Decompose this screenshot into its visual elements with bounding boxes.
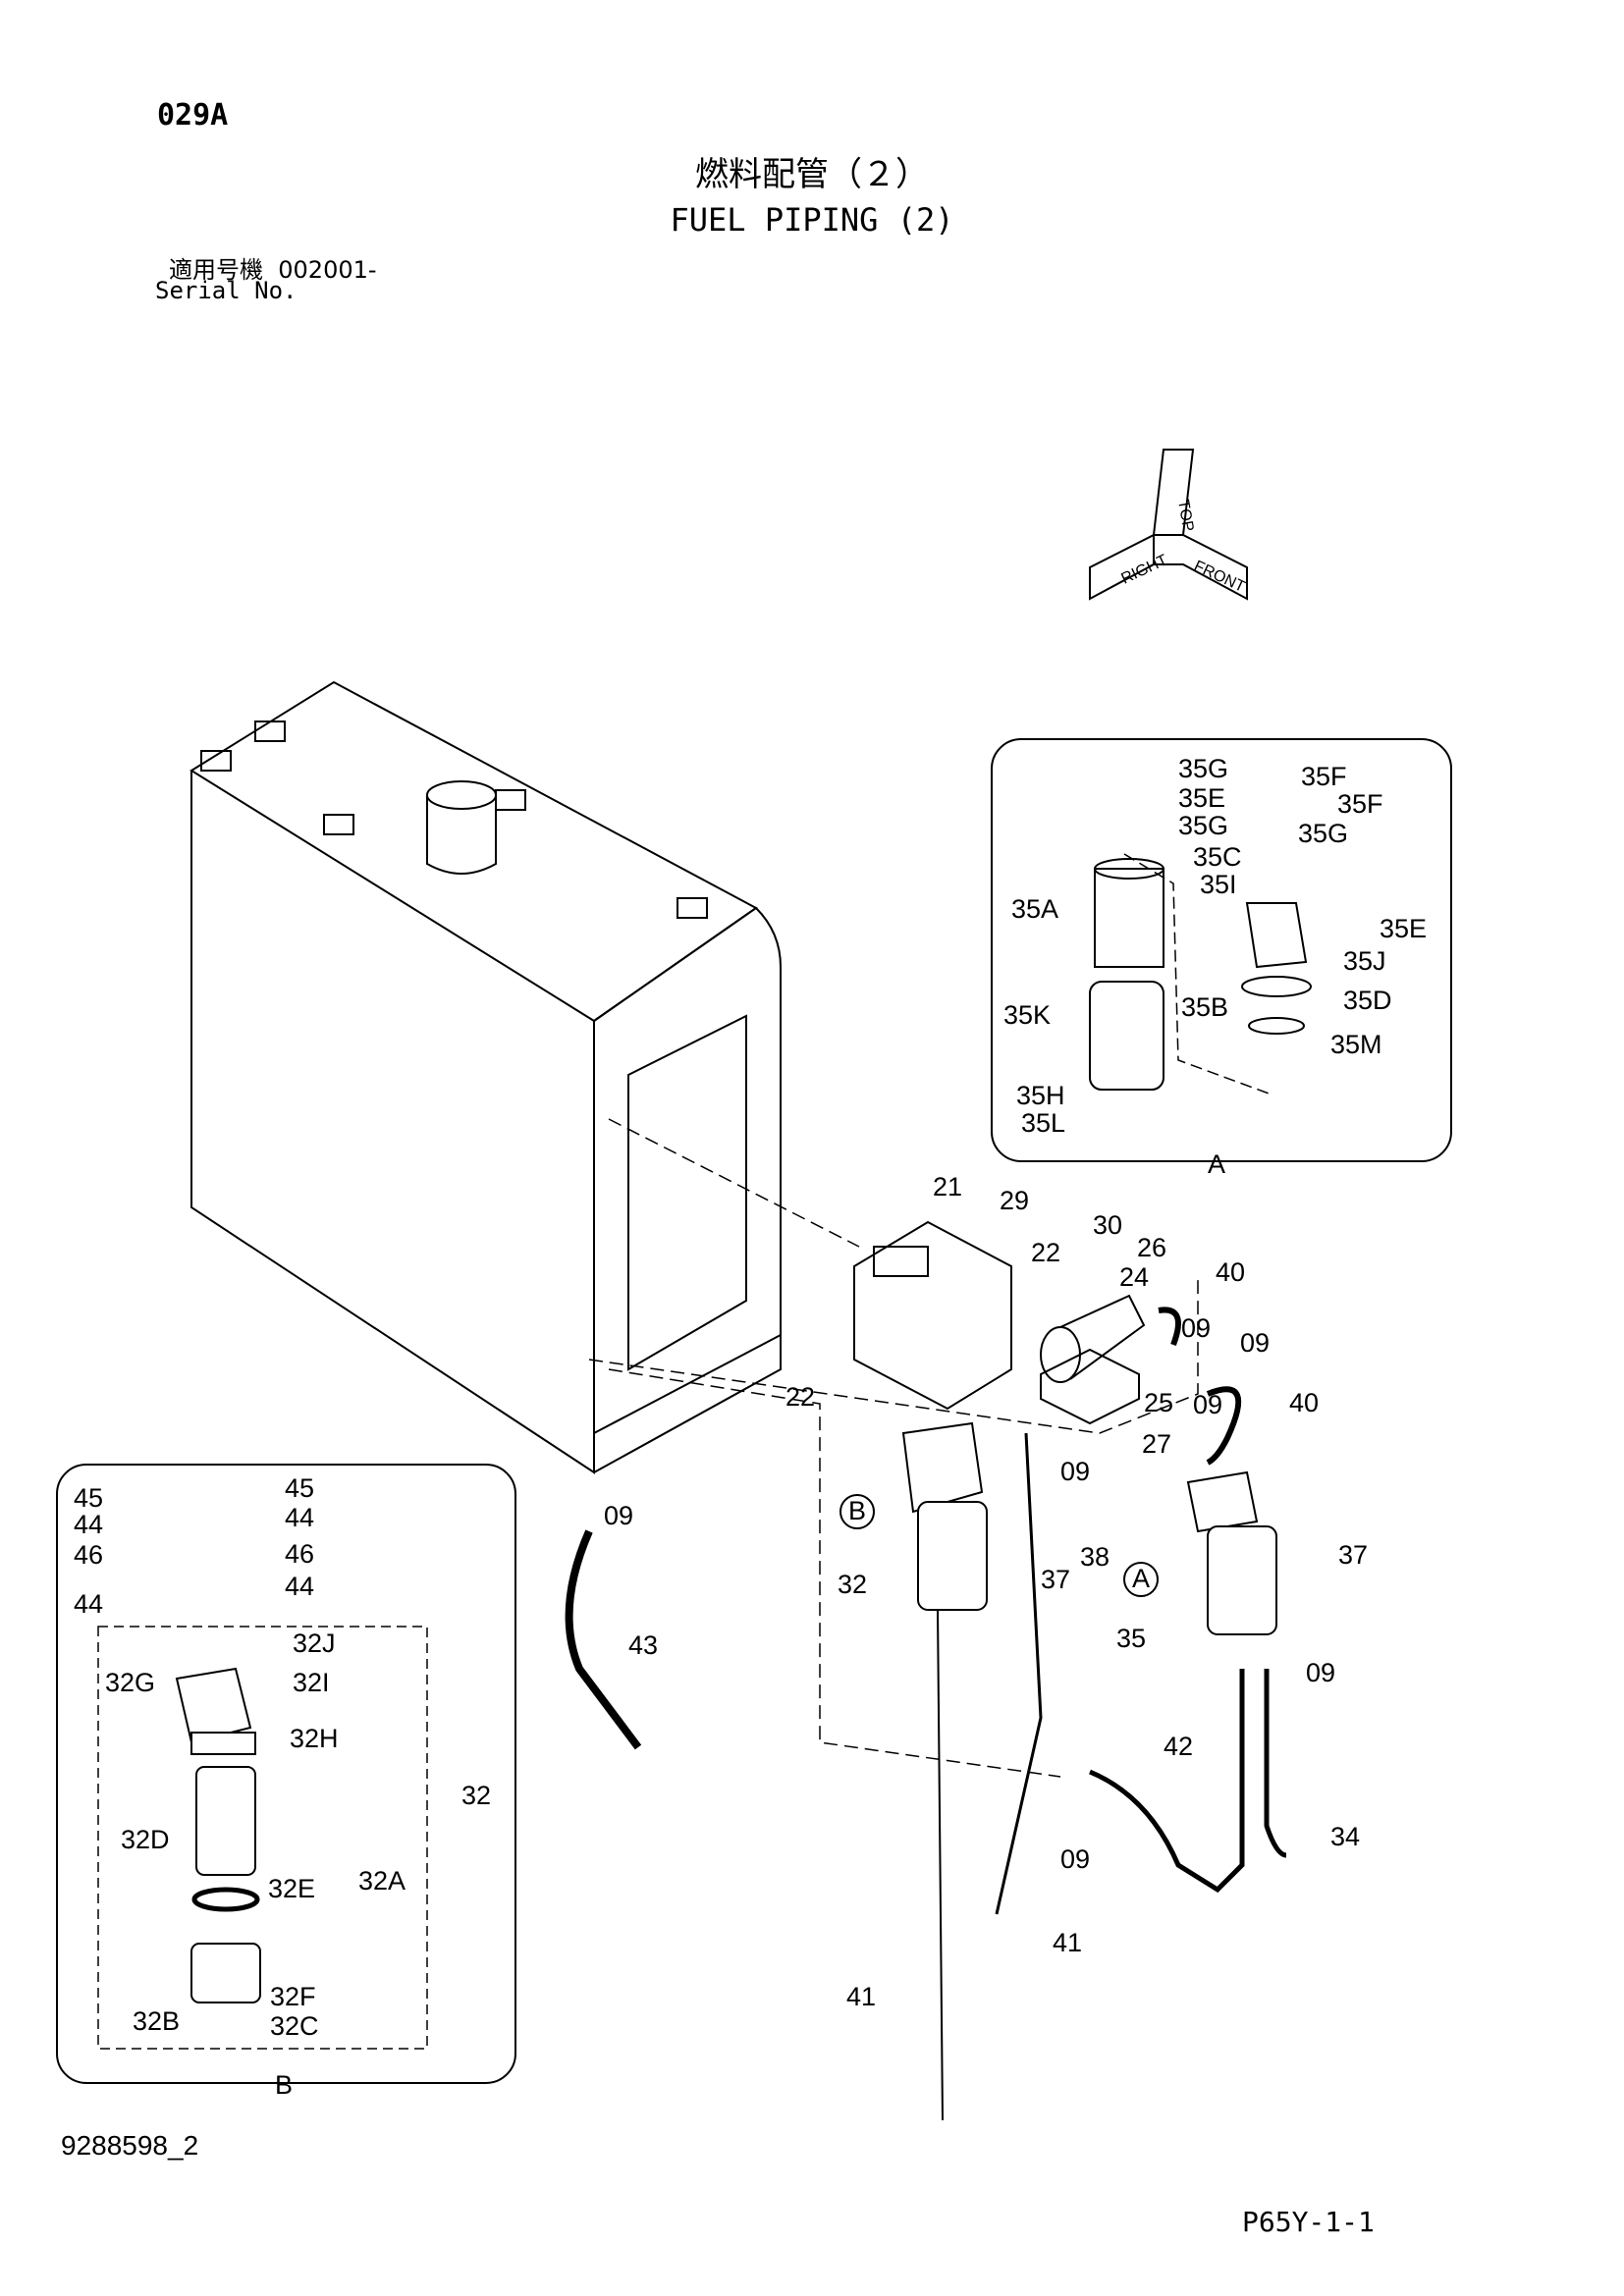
callout: 32I [293,1668,330,1697]
fuel-tank [189,680,782,1474]
callout: 46 [74,1540,103,1570]
serial-label-jp: 適用号機 [169,256,263,284]
callout: 35L [1021,1108,1065,1138]
callout: 35D [1343,986,1392,1015]
callout: 32E [268,1874,315,1903]
diagram-code: 029A [157,98,229,133]
callout: 09 [1060,1844,1090,1874]
callout: 35A [1011,894,1058,924]
callout: 35J [1343,946,1386,976]
callout: 37 [1041,1565,1070,1594]
callout: 46 [285,1539,314,1569]
callout: 21 [933,1172,962,1201]
callout: 09 [604,1501,633,1530]
callout: 42 [1164,1732,1193,1761]
callout: 44 [74,1510,103,1539]
callout: 35G [1178,811,1228,840]
fuel-filter-35 [1186,1470,1277,1635]
document-number: 9288598_2 [61,2130,199,2161]
callout: 44 [285,1572,314,1601]
orientation-top-label: TOP [1174,499,1196,533]
callout: 32C [270,2011,319,2041]
callout: 41 [1053,1928,1082,1957]
callout: 35C [1193,842,1242,872]
callout: 45 [285,1473,314,1503]
callout: 09 [1240,1328,1270,1358]
callout: B [848,1496,866,1525]
callout: 26 [1137,1233,1166,1262]
callout: 45 [74,1483,103,1513]
callout: 09 [1306,1658,1335,1687]
serial-label: 適用号機 002001- [169,250,377,285]
callout: 35K [1003,1000,1051,1030]
callout: 35F [1337,789,1383,819]
bracket-21 [853,1220,1012,1411]
page-title-japanese: 燃料配管（２） [695,155,929,194]
callout: 22 [1031,1238,1060,1267]
serial-value: 002001- [278,256,377,284]
callout: 32B [133,2006,180,2036]
callout: 34 [1330,1822,1360,1851]
callout: 25 [1144,1388,1173,1417]
callout: 22 [785,1382,815,1412]
callout: 44 [74,1589,103,1619]
orientation-compass: TOP RIGHT FRONT [1089,449,1248,601]
callout: 37 [1338,1540,1368,1570]
callout: 35M [1330,1030,1382,1059]
callout: 44 [285,1503,314,1532]
page-code: P65Y-1-1 [1242,2206,1375,2238]
callout: 27 [1142,1429,1171,1459]
callout: 35G [1298,819,1348,848]
callout: 32H [290,1724,339,1753]
callout: 09 [1193,1390,1222,1419]
callout: 40 [1216,1257,1245,1287]
detail-a-label: A [1208,1149,1225,1179]
callout: 09 [1181,1313,1211,1343]
callout-labels: 35G 35F 35E 35G 35F 35G 35C 35I 35E 35A … [74,754,1427,2100]
callout: 32G [105,1668,155,1697]
serial-label-english: Serial No. [155,277,298,304]
callout: 32A [358,1866,406,1896]
callout: 40 [1289,1388,1319,1417]
callout: 09 [1060,1457,1090,1486]
callout: 29 [1000,1186,1029,1215]
fuel-filter-32 [901,1421,988,2121]
callout: 35B [1181,992,1228,1022]
callout: 24 [1119,1262,1149,1292]
callout: 41 [846,1982,876,2011]
callout: 35 [1116,1624,1146,1653]
callout: 38 [1080,1542,1110,1572]
callout-tag-circles [839,1494,1159,1597]
detail-b [56,1464,516,2084]
callout: 43 [628,1630,658,1660]
callout: 32 [838,1570,867,1599]
callout: 35E [1178,783,1225,813]
callout: 32F [270,1982,316,2011]
callout: 35G [1178,754,1228,783]
callout: 32D [121,1825,170,1854]
fuel-pipes [565,1432,1287,1915]
callout: 35E [1380,914,1427,943]
callout: 32J [293,1629,336,1658]
pump-24 [1040,1294,1146,1425]
callout: 32 [461,1781,491,1810]
callout: 35I [1200,870,1237,899]
hoses-40 [1158,1307,1242,1466]
callout: 35H [1016,1081,1065,1110]
detail-a [991,738,1452,1162]
callout: A [1132,1564,1150,1593]
callout: 35F [1301,762,1347,791]
callout: 30 [1093,1210,1122,1240]
page-title-english: FUEL PIPING (2) [670,201,954,239]
detail-b-label: B [275,2070,293,2100]
